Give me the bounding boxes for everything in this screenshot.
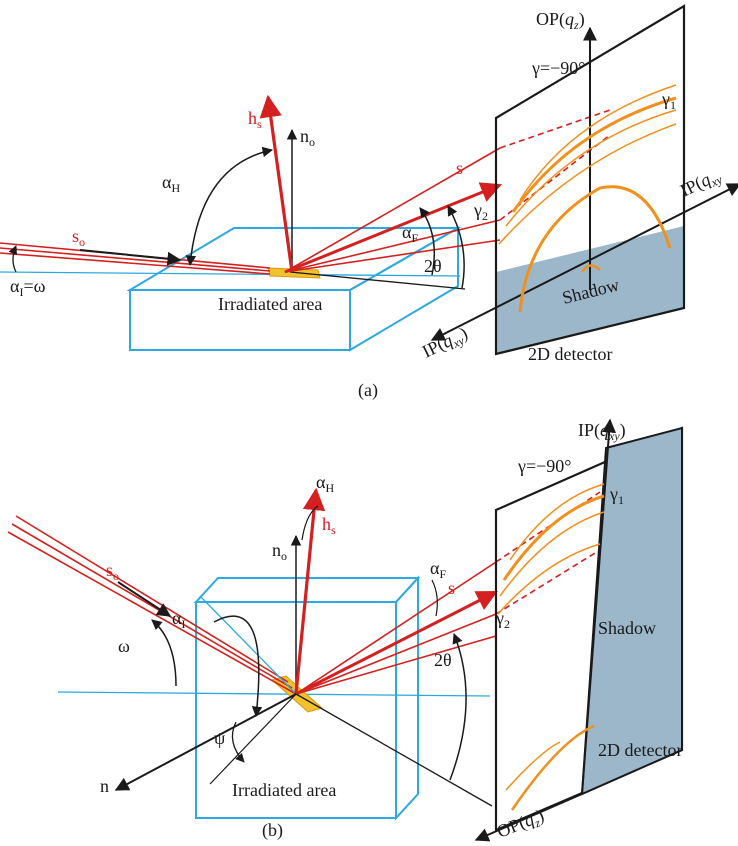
omega-arc-b: [151, 619, 177, 687]
scattering-vector-a: [259, 94, 294, 273]
surface-reference-line-b: [57, 691, 491, 697]
psi-arc-b: [231, 721, 245, 763]
ip-axis-b: [581, 418, 617, 795]
alpha-f-label-a: αF: [402, 222, 418, 245]
psi-axis-b: [209, 693, 297, 785]
ab-arc-b: [213, 615, 263, 718]
alpha-i-label-b: αI: [172, 608, 185, 631]
caption-a: (a): [358, 380, 378, 401]
two-theta-label-a: 2θ: [424, 256, 442, 276]
gamma-90-label-b: γ=−90°: [517, 456, 571, 476]
caption-b: (b): [262, 820, 283, 841]
op-axis-label-b: OP(qz): [494, 805, 548, 845]
gamma-90-label-a: γ=−90°: [531, 58, 585, 78]
debye-rings-b: [497, 483, 605, 811]
n0-label-a: no: [300, 126, 315, 149]
incident-beam-b: [7, 515, 297, 695]
scattering-vector-b: [294, 487, 326, 695]
shadow-label-b: Shadow: [598, 618, 656, 638]
surface-reference-line-a: [0, 271, 461, 277]
alpha-i-label-a: αI=ω: [10, 276, 46, 299]
s0-label-b: so: [106, 560, 119, 583]
psi-label-b: ψ: [214, 728, 226, 748]
incident-direction-arrow-a: [79, 249, 182, 266]
primary-beam-extension-b: [295, 693, 493, 807]
alpha-h-label-b: αH: [316, 472, 334, 495]
ip-axis-a: [430, 183, 738, 341]
two-theta-label-b: 2θ: [434, 650, 452, 670]
debye-rings-a: [498, 84, 677, 313]
gamma2-label-a: γ2: [473, 200, 488, 223]
alpha-h-label-a: αH: [162, 172, 180, 195]
ip-axis-label-left-a: IP(qxy): [419, 323, 472, 365]
incident-direction-arrow-b: [117, 581, 172, 617]
detector-label-a: 2D detector: [528, 344, 612, 364]
panel-a: OP(qz) γ=−90° γ1 γ2 IP(qxy IP(qxy) Shado…: [0, 4, 738, 401]
s-label-a: s: [456, 158, 463, 178]
surface-tilt-line-b: [199, 595, 297, 695]
n0-label-b: no: [272, 540, 287, 563]
diffracted-beam-s-b: [295, 590, 498, 696]
two-theta-arc-b: [449, 633, 467, 781]
s0-label-a: so: [72, 226, 85, 249]
irradiated-label-a: Irradiated area: [218, 294, 322, 314]
gamma2-label-b: γ2: [495, 608, 510, 631]
alpha-h-arc-b: [301, 505, 319, 541]
omega-label-b: ω: [118, 636, 130, 656]
gamma1-label-a: γ1: [661, 89, 676, 112]
n-label-b: n: [100, 776, 109, 796]
hs-label-a: hs: [248, 108, 262, 131]
op-axis-label-a: OP(qz): [536, 9, 585, 32]
alpha-f-label-b: αF: [430, 558, 446, 581]
gamma1-label-b: γ1: [609, 484, 624, 507]
diffracted-beams-a: [284, 109, 611, 273]
incident-beam-a: [0, 242, 271, 275]
detector-label-b: 2D detector: [598, 740, 682, 760]
alpha-f-arc-b: [431, 579, 438, 617]
sample-block-a: [126, 226, 462, 352]
ip-axis-label-b: IP(qxy): [578, 420, 626, 443]
irradiated-label-b: Irradiated area: [232, 780, 336, 800]
s-label-b: s: [448, 578, 455, 598]
alpha-h-arc-a: [185, 146, 274, 267]
alpha-i-arc-a: [8, 245, 17, 273]
panel-b: IP(qxy) γ=−90° γ1 γ2 Shadow 2D detector …: [7, 418, 684, 845]
op-axis-b: [474, 793, 583, 842]
sample-normal-b: [114, 693, 297, 791]
hs-label-b: hs: [322, 514, 336, 537]
sample-block-b: [193, 575, 421, 821]
